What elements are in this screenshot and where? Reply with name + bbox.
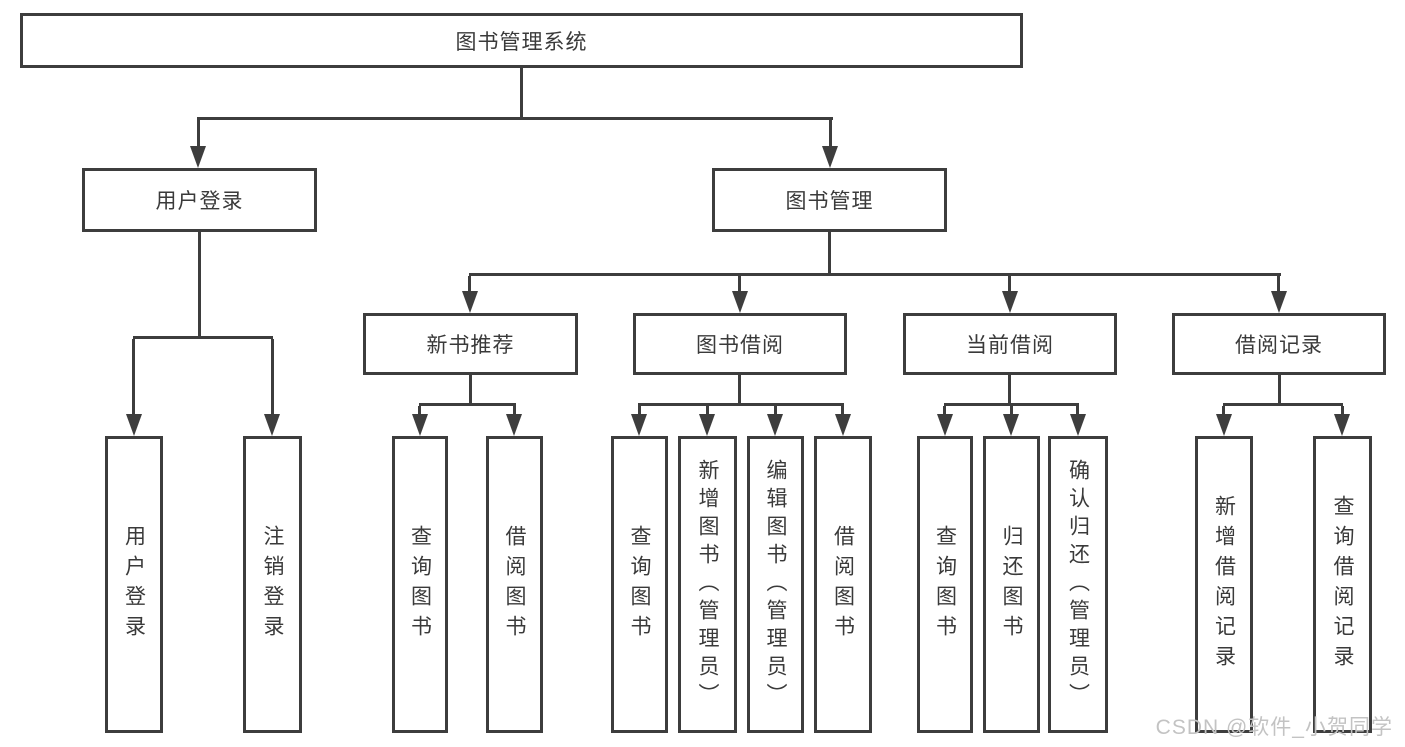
connector-user-login-stem [198, 232, 201, 339]
leaf-borrow-books: 借阅图书 [814, 436, 872, 733]
arrowhead-g3-4 [835, 414, 851, 436]
connector-g3-drop-3 [774, 406, 777, 417]
connector-book-mgmt-stem [828, 232, 831, 276]
leaf-logout-label: 注销登录 [261, 524, 284, 645]
connector-g2-drop-1 [418, 406, 421, 417]
leaf-query-borrow-record: 查询借阅记录 [1313, 436, 1372, 733]
connector-g2-stem [469, 375, 472, 406]
connector-new-book-drop [468, 276, 471, 293]
arrowhead-new-book [462, 291, 478, 313]
connector-g4-stem [1008, 375, 1011, 406]
leaf-add-borrow-record: 新增借阅记录 [1195, 436, 1253, 733]
leaf-edit-books-admin: 编辑图书（管理员） [747, 436, 804, 733]
node-library-system: 图书管理系统 [20, 13, 1023, 68]
node-user-login: 用户登录 [82, 168, 317, 232]
leaf-query-books-current-label: 查询图书 [933, 524, 957, 645]
connector-g2-bar [419, 403, 516, 406]
connector-book-borrow-drop [738, 276, 741, 293]
leaf-add-borrow-record-label: 新增借阅记录 [1212, 494, 1236, 675]
node-current-borrowing: 当前借阅 [903, 313, 1117, 375]
connector-g4-drop-2 [1010, 406, 1013, 417]
connector-g3-bar [638, 403, 844, 406]
arrowhead-borrow-record [1271, 291, 1287, 313]
connector-user-login-drop [197, 120, 200, 148]
connector-book-mgmt-drop [829, 120, 832, 148]
connector-root-stem [520, 68, 523, 120]
arrowhead-user-login [190, 146, 206, 168]
leaf-user-login-label: 用户登录 [122, 524, 146, 645]
connector-leaf-login-drop [132, 339, 135, 417]
leaf-confirm-return-admin: 确认归还（管理员） [1048, 436, 1108, 733]
connector-g4-drop-1 [943, 406, 946, 417]
arrowhead-g4-3 [1070, 414, 1086, 436]
connector-g3-drop-4 [841, 406, 844, 417]
node-current-borrowing-label: 当前借阅 [966, 334, 1054, 357]
leaf-query-books-recommend-label: 查询图书 [408, 524, 432, 645]
arrowhead-book-borrow [732, 291, 748, 313]
leaf-return-books: 归还图书 [983, 436, 1040, 733]
arrowhead-g2-2 [506, 414, 522, 436]
arrowhead-leaf-login [126, 414, 142, 436]
connector-g3-stem [738, 375, 741, 406]
leaf-return-books-label: 归还图书 [1000, 524, 1023, 645]
leaf-query-books-recommend: 查询图书 [392, 436, 448, 733]
leaf-add-books-admin: 新增图书（管理员） [678, 436, 737, 733]
node-book-borrowing: 图书借阅 [633, 313, 847, 375]
node-new-book-recommend-label: 新书推荐 [426, 334, 515, 357]
connector-g3-drop-1 [638, 406, 641, 417]
connector-leaf-logout-drop [271, 339, 274, 417]
arrowhead-g5-1 [1216, 414, 1232, 436]
arrowhead-book-mgmt [822, 146, 838, 168]
node-borrowing-records: 借阅记录 [1172, 313, 1386, 375]
connector-g2-drop-2 [513, 406, 516, 417]
leaf-borrow-books-recommend-label: 借阅图书 [503, 524, 526, 645]
leaf-query-books-borrowing: 查询图书 [611, 436, 668, 733]
connector-level2-bar [197, 117, 833, 120]
connector-g5-stem [1278, 375, 1281, 406]
leaf-add-books-admin-label: 新增图书（管理员） [696, 458, 719, 711]
arrowhead-g4-1 [937, 414, 953, 436]
arrowhead-g3-1 [631, 414, 647, 436]
connector-g5-drop-1 [1222, 406, 1225, 417]
node-book-management: 图书管理 [712, 168, 947, 232]
arrowhead-leaf-logout [264, 414, 280, 436]
arrowhead-g3-3 [767, 414, 783, 436]
node-library-system-label: 图书管理系统 [455, 30, 588, 54]
arrowhead-g4-2 [1003, 414, 1019, 436]
leaf-borrow-books-label: 借阅图书 [831, 524, 855, 645]
connector-g3-drop-2 [706, 406, 709, 417]
node-book-borrowing-label: 图书借阅 [696, 334, 784, 357]
leaf-user-login: 用户登录 [105, 436, 163, 733]
connector-user-login-bar [133, 336, 273, 339]
node-user-login-label: 用户登录 [155, 190, 244, 213]
leaf-confirm-return-admin-label: 确认归还（管理员） [1066, 458, 1090, 711]
leaf-logout: 注销登录 [243, 436, 302, 733]
leaf-query-books-current: 查询图书 [917, 436, 973, 733]
connector-borrow-record-drop [1277, 276, 1280, 293]
leaf-query-borrow-record-label: 查询借阅记录 [1331, 494, 1354, 675]
arrowhead-g2-1 [412, 414, 428, 436]
connector-g5-bar [1223, 403, 1343, 406]
node-borrowing-records-label: 借阅记录 [1235, 334, 1323, 357]
arrowhead-g5-2 [1334, 414, 1350, 436]
connector-g4-bar [944, 403, 1079, 406]
arrowhead-current-borrow [1002, 291, 1018, 313]
connector-g5-drop-2 [1341, 406, 1344, 417]
connector-level3-bar [469, 273, 1281, 276]
leaf-query-books-borrowing-label: 查询图书 [628, 524, 651, 645]
arrowhead-g3-2 [699, 414, 715, 436]
node-book-management-label: 图书管理 [785, 190, 874, 213]
connector-g4-drop-3 [1076, 406, 1079, 417]
leaf-borrow-books-recommend: 借阅图书 [486, 436, 543, 733]
connector-current-borrow-drop [1008, 276, 1011, 293]
leaf-edit-books-admin-label: 编辑图书（管理员） [764, 458, 787, 711]
node-new-book-recommend: 新书推荐 [363, 313, 578, 375]
